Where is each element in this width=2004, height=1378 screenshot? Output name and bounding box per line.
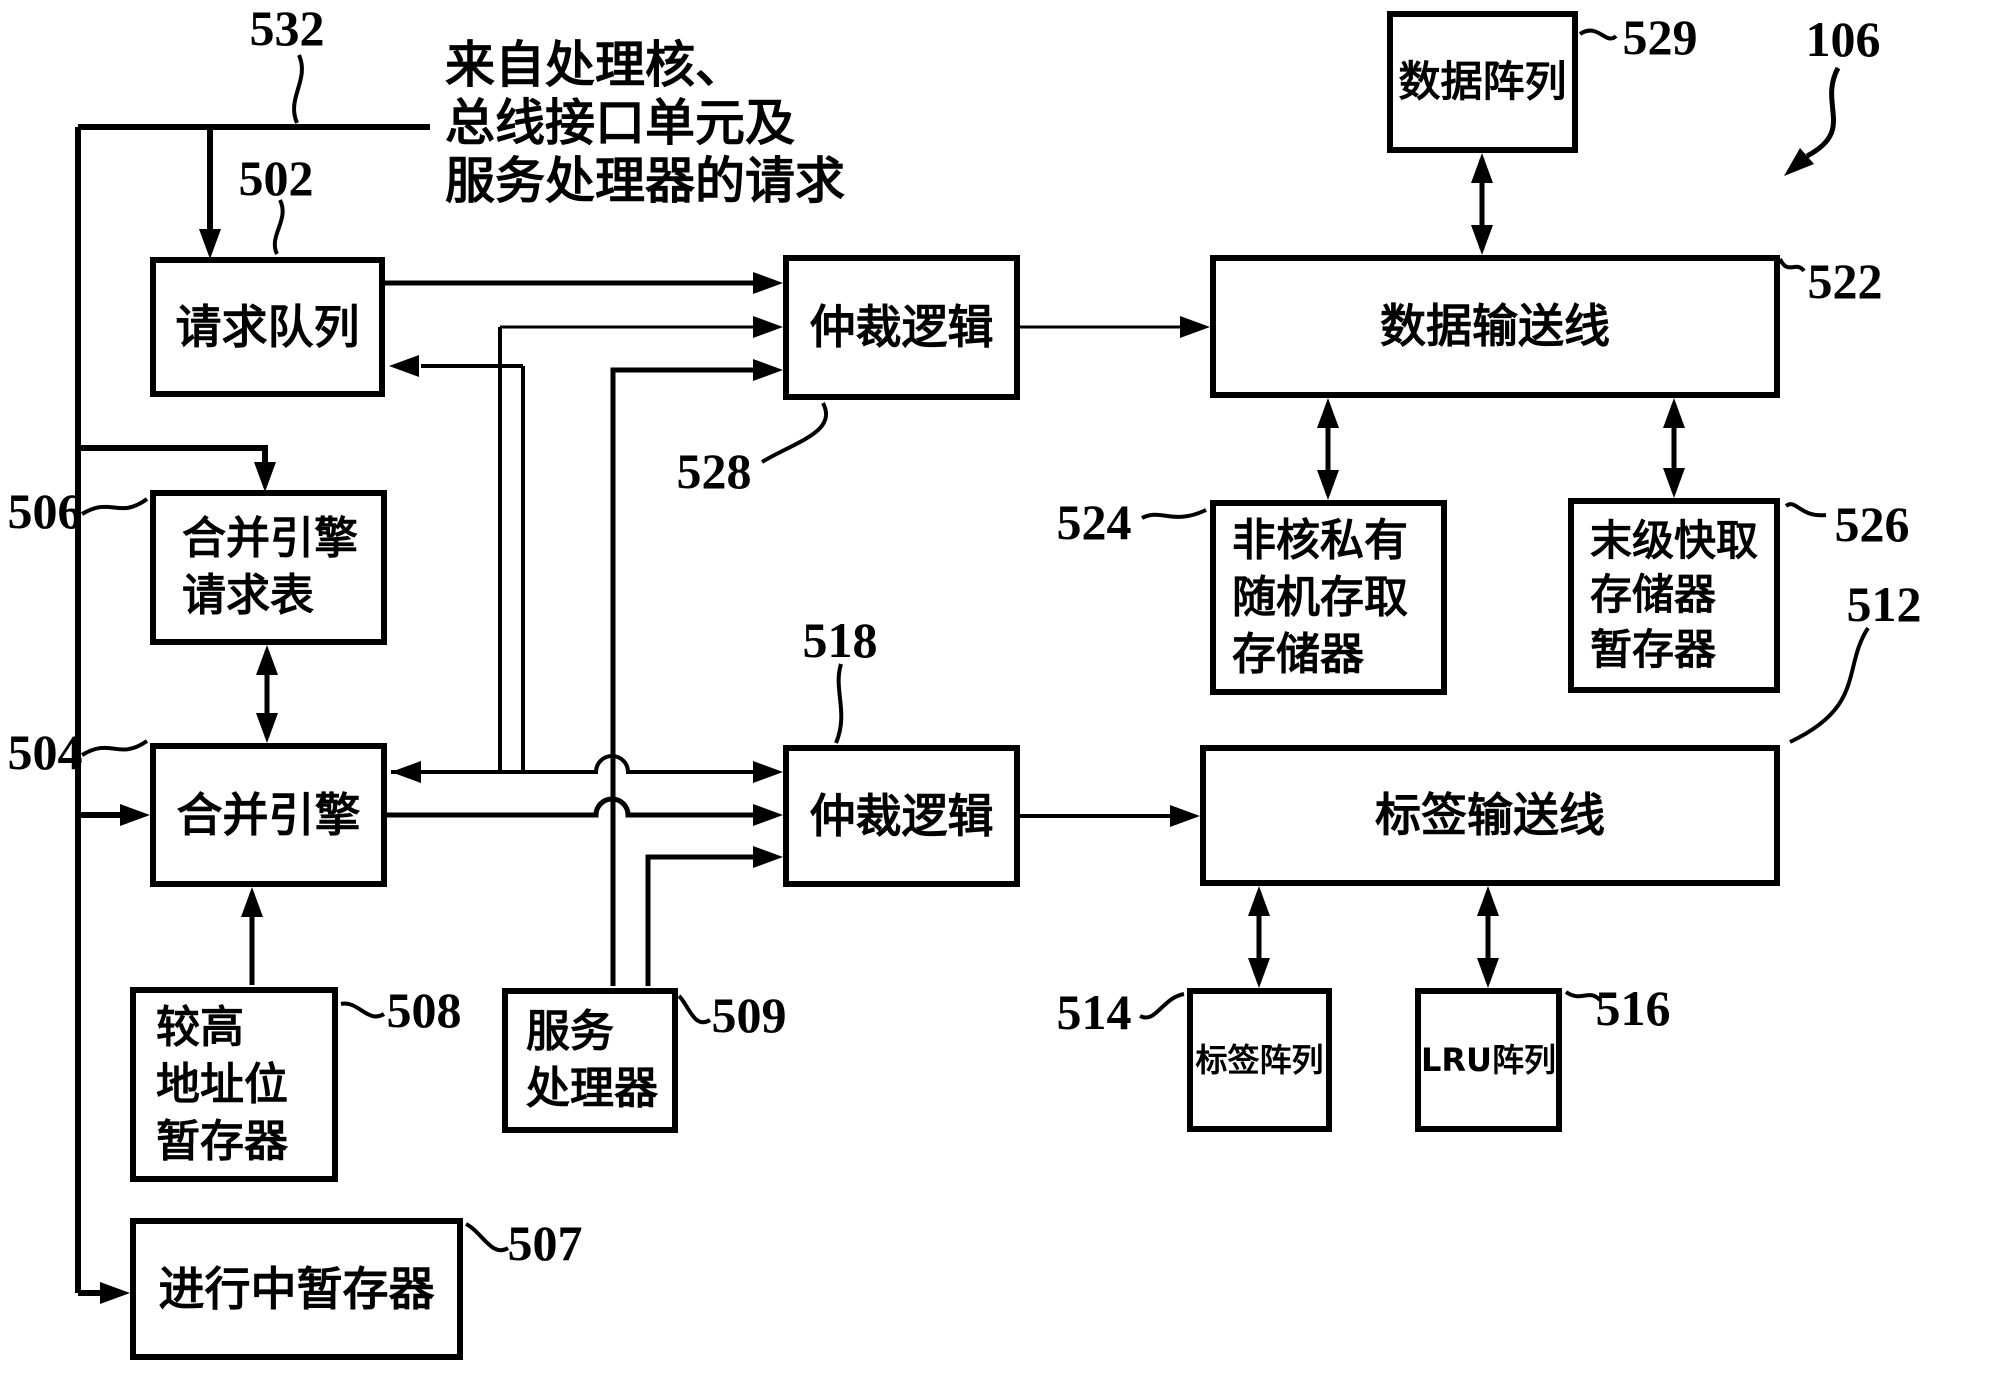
arrowhead-into-528-in3 (753, 359, 783, 381)
squiggle-506 (80, 497, 149, 516)
squiggle-509 (677, 994, 712, 1025)
arrowhead-into-512 (1170, 805, 1200, 827)
squiggle-516 (1564, 990, 1602, 1002)
box-merge-engine-request-table: 合并引擎 请求表 (150, 490, 387, 645)
box-data-pipeline: 数据输送线 (1210, 255, 1780, 398)
box-llc-register: 末级快取 存储器 暂存器 (1568, 498, 1780, 693)
ref-524: 524 (1056, 494, 1132, 550)
squiggle-507 (464, 1222, 510, 1253)
squiggle-522 (1778, 258, 1806, 273)
squiggle-526 (1784, 502, 1827, 518)
bus-532-arrowheads (100, 229, 276, 1304)
h-772-with-hop (391, 754, 755, 774)
arrowhead-into-518-in3 (753, 846, 783, 868)
arrowhead-into-504-left (120, 804, 150, 826)
conn-529-522-bidir (1471, 153, 1493, 255)
conn-518-to-512 (1020, 805, 1200, 827)
conn-502-to-528 (385, 272, 783, 294)
ref-526: 526 (1834, 496, 1910, 552)
conn-512-516-bidir (1477, 886, 1499, 988)
squiggle-504 (80, 739, 149, 757)
bus-532-branch-506 (78, 445, 268, 462)
conn-509-to-528 (610, 359, 783, 986)
conn-509-to-518 (645, 846, 783, 986)
box-higher-address-bits-register: 较高 地址位 暂存器 (130, 987, 338, 1182)
arrowhead-into-507-left (100, 1282, 130, 1304)
ref-528: 528 (676, 443, 752, 499)
box-in-progress-register: 进行中暂存器 (130, 1218, 463, 1360)
conn-522-526-bidir (1663, 398, 1685, 498)
conn-504-to-518 (387, 796, 783, 826)
ref-529: 529 (1622, 9, 1698, 65)
squiggle-518 (834, 663, 844, 744)
conn-506-504-bidir (256, 645, 278, 743)
box-arbitration-logic-tag: 仲裁逻辑 (783, 745, 1020, 887)
ref-514: 514 (1056, 984, 1132, 1040)
ref-504: 504 (7, 724, 83, 780)
ref-squiggles (80, 28, 1870, 1253)
annotation-line-1: 来自处理核、 (445, 36, 745, 94)
net-grant-arrowheads (389, 316, 783, 783)
annotation-line-2: 总线接口单元及 (445, 94, 795, 152)
ref-532: 532 (249, 0, 325, 56)
squiggle-528 (760, 402, 828, 464)
conn-528-to-522 (1020, 316, 1210, 338)
ref-502: 502 (238, 150, 314, 206)
arrowhead-into-502-top (199, 229, 221, 259)
arrowhead-into-518-in2 (753, 804, 783, 826)
box-tag-pipeline: 标签输送线 (1200, 745, 1780, 886)
arrowhead-into-506-top (254, 462, 276, 492)
box-request-queue: 请求队列 (150, 257, 385, 397)
squiggle-524 (1141, 508, 1207, 520)
ref-512: 512 (1846, 576, 1922, 632)
figure-ref-arrow (1784, 66, 1841, 176)
arrowhead-into-504-bottom (241, 887, 263, 917)
arrowhead-into-528-in1 (753, 272, 783, 294)
conn-508-to-504 (241, 887, 263, 985)
arrowhead-into-522 (1180, 316, 1210, 338)
conn-522-524-bidir (1317, 398, 1339, 500)
ref-518: 518 (802, 612, 878, 668)
bus-532-lines (75, 124, 430, 1296)
conn-512-514-bidir (1248, 886, 1270, 988)
arrowhead-into-502-right (389, 355, 419, 377)
box-service-processor: 服务 处理器 (502, 988, 678, 1133)
squiggle-529 (1578, 28, 1618, 41)
arrowhead-106 (1784, 148, 1814, 176)
squiggle-502 (272, 199, 285, 255)
box-data-array: 数据阵列 (1387, 11, 1578, 153)
squiggle-508 (340, 1001, 386, 1019)
ref-522: 522 (1807, 253, 1883, 309)
ref-507: 507 (507, 1215, 583, 1271)
box-lru-array: LRU阵列 (1415, 988, 1562, 1132)
ref-509: 509 (711, 987, 787, 1043)
ref-516: 516 (1595, 980, 1671, 1036)
ref-106: 106 (1805, 11, 1881, 67)
squiggle-532 (292, 54, 304, 124)
arrowhead-into-504-right (391, 761, 421, 783)
arrowhead-into-528-in2 (753, 316, 783, 338)
arrowhead-into-518-in1 (753, 761, 783, 783)
ref-508: 508 (386, 982, 462, 1038)
annotation-line-3: 服务处理器的请求 (445, 152, 845, 210)
box-merge-engine: 合并引擎 (150, 743, 387, 887)
squiggle-514 (1139, 992, 1185, 1020)
box-tag-array: 标签阵列 (1187, 988, 1332, 1132)
box-uncore-private-ram: 非核私有 随机存取 存储器 (1210, 500, 1447, 695)
squiggle-512 (1789, 626, 1870, 744)
box-arbitration-logic-data: 仲裁逻辑 (783, 255, 1020, 400)
ref-506: 506 (7, 483, 83, 539)
net-grant-lines (391, 325, 755, 774)
input-source-annotation: 来自处理核、 总线接口单元及 服务处理器的请求 (445, 36, 845, 210)
